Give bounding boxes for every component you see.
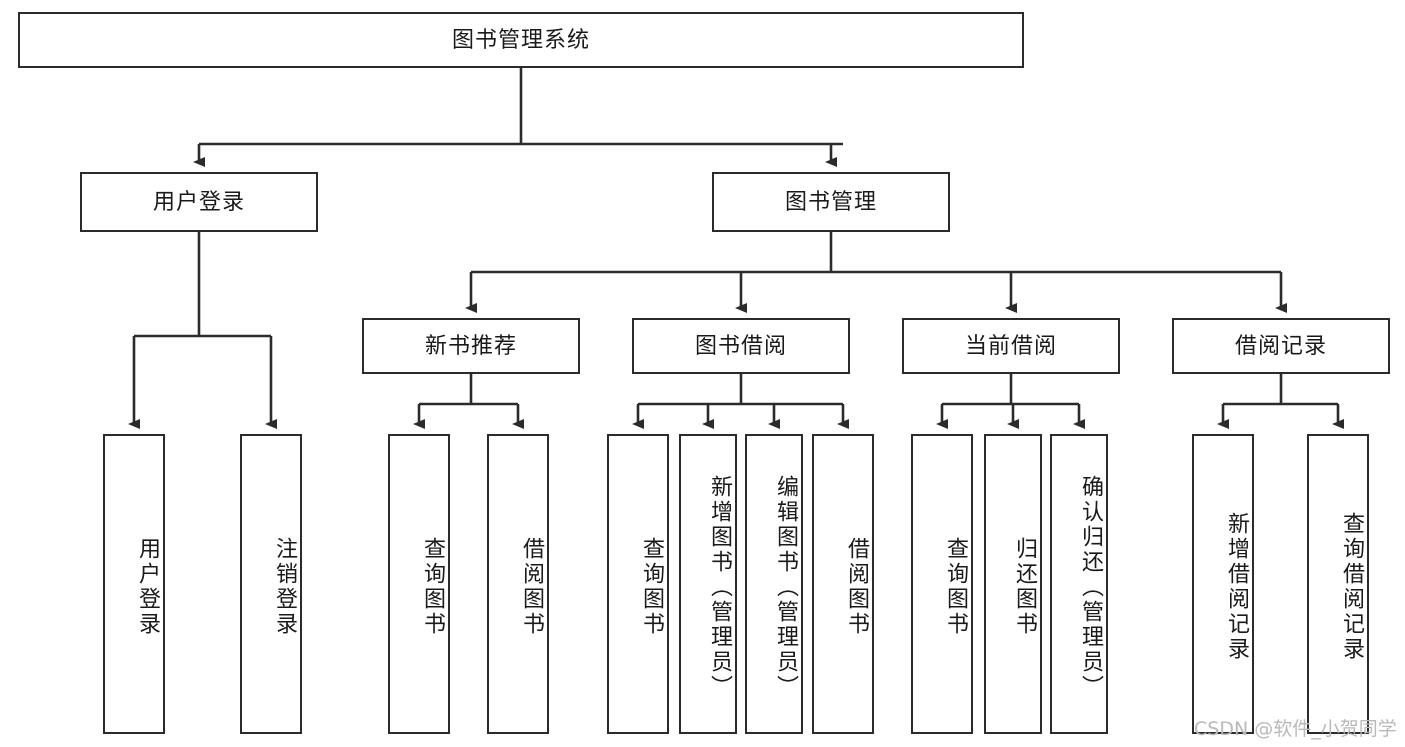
node-book-borrow-label: 图书借阅 (694, 332, 787, 358)
leaf-query-book-3[interactable]: 查询图书 (911, 434, 973, 734)
leaf-return-book[interactable]: 归还图书 (984, 434, 1042, 734)
node-root[interactable]: 图书管理系统 (18, 12, 1024, 68)
node-user-login[interactable]: 用户登录 (80, 172, 318, 232)
leaf-add-record-label: 新增借阅记录 (1225, 512, 1250, 662)
node-borrow-record[interactable]: 借阅记录 (1172, 318, 1390, 374)
leaf-edit-book-label: 编辑图书（管理员） (774, 474, 799, 700)
node-root-label: 图书管理系统 (451, 26, 590, 52)
node-current-borrow[interactable]: 当前借阅 (902, 318, 1120, 374)
leaf-query-record[interactable]: 查询借阅记录 (1307, 434, 1369, 734)
leaf-borrow-book-2[interactable]: 借阅图书 (812, 434, 874, 734)
node-new-book-rec[interactable]: 新书推荐 (362, 318, 580, 374)
node-current-borrow-label: 当前借阅 (964, 332, 1057, 358)
leaf-confirm-return-label: 确认归还（管理员） (1079, 474, 1104, 700)
node-new-book-rec-label: 新书推荐 (424, 332, 517, 358)
leaf-borrow-book-2-label: 借阅图书 (845, 537, 870, 637)
leaf-add-record[interactable]: 新增借阅记录 (1192, 434, 1254, 734)
leaf-confirm-return[interactable]: 确认归还（管理员） (1050, 434, 1108, 734)
node-user-login-label: 用户登录 (152, 188, 245, 214)
leaf-query-book-3-label: 查询图书 (944, 537, 969, 637)
leaf-logout-label: 注销登录 (273, 537, 298, 637)
leaf-add-book[interactable]: 新增图书（管理员） (679, 434, 737, 734)
watermark: CSDN @软件_小贺同学 (1194, 718, 1397, 740)
node-book-manage-label: 图书管理 (784, 188, 877, 214)
leaf-query-book-1[interactable]: 查询图书 (388, 434, 450, 734)
leaf-query-book-1-label: 查询图书 (421, 537, 446, 637)
leaf-add-book-label: 新增图书（管理员） (708, 474, 733, 700)
leaf-query-book-2[interactable]: 查询图书 (607, 434, 669, 734)
leaf-return-book-label: 归还图书 (1013, 537, 1038, 637)
node-book-manage[interactable]: 图书管理 (712, 172, 950, 232)
leaf-borrow-book-1[interactable]: 借阅图书 (487, 434, 549, 734)
leaf-logout[interactable]: 注销登录 (240, 434, 302, 734)
leaf-borrow-book-1-label: 借阅图书 (520, 537, 545, 637)
leaf-edit-book[interactable]: 编辑图书（管理员） (745, 434, 803, 734)
node-borrow-record-label: 借阅记录 (1234, 332, 1327, 358)
leaf-user-login[interactable]: 用户登录 (103, 434, 165, 734)
leaf-query-book-2-label: 查询图书 (640, 537, 665, 637)
leaf-user-login-label: 用户登录 (136, 537, 161, 637)
leaf-query-record-label: 查询借阅记录 (1340, 512, 1365, 662)
node-book-borrow[interactable]: 图书借阅 (632, 318, 850, 374)
